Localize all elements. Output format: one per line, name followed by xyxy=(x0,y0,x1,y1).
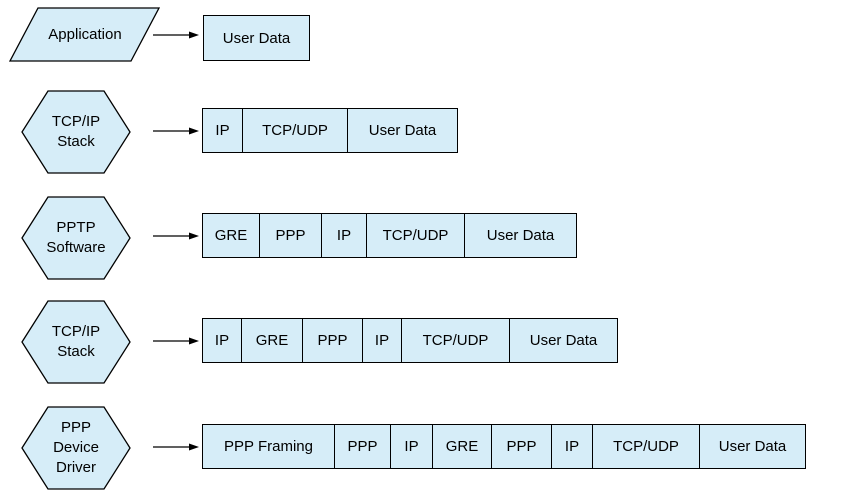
tcpip-stack-hexagon-lower xyxy=(21,300,131,384)
packet-bar-tcpip-upper: IP TCP/UDP User Data xyxy=(202,108,458,153)
hexagon-shape xyxy=(21,90,131,174)
packet-cell: User Data xyxy=(203,15,310,61)
packet-cell: IP xyxy=(552,424,593,469)
packet-cell: TCP/UDP xyxy=(367,213,465,258)
arrow-head xyxy=(189,31,199,39)
packet-cell: IP xyxy=(202,108,243,153)
application-parallelogram xyxy=(8,7,161,62)
tcpip-stack-hexagon-upper xyxy=(21,90,131,174)
packet-cell: TCP/UDP xyxy=(243,108,348,153)
packet-cell: IP xyxy=(391,424,433,469)
arrow-head xyxy=(189,232,199,240)
packet-cell: IP xyxy=(363,318,402,363)
packet-cell: GRE xyxy=(242,318,303,363)
packet-cell: GRE xyxy=(202,213,260,258)
packet-bar-pptp: GRE PPP IP TCP/UDP User Data xyxy=(202,213,577,258)
packet-cell: User Data xyxy=(510,318,618,363)
arrow-head xyxy=(189,443,199,451)
arrow-head xyxy=(189,337,199,345)
packet-cell: IP xyxy=(322,213,367,258)
packet-cell: GRE xyxy=(433,424,492,469)
parallelogram-shape xyxy=(8,7,161,62)
packet-cell: PPP xyxy=(303,318,363,363)
right-arrow-icon xyxy=(153,337,199,345)
packet-cell: PPP xyxy=(335,424,391,469)
arrow-head xyxy=(189,127,199,135)
packet-cell: TCP/UDP xyxy=(593,424,700,469)
packet-bar-application: User Data xyxy=(203,15,310,61)
packet-bar-tcpip-lower: IP GRE PPP IP TCP/UDP User Data xyxy=(202,318,618,363)
pptp-software-hexagon xyxy=(21,196,131,280)
right-arrow-icon xyxy=(153,232,199,240)
packet-cell: User Data xyxy=(348,108,458,153)
packet-cell: IP xyxy=(202,318,242,363)
right-arrow-icon xyxy=(153,127,199,135)
right-arrow-icon xyxy=(153,443,199,451)
packet-cell: User Data xyxy=(465,213,577,258)
right-arrow-icon xyxy=(153,31,199,39)
hexagon-shape xyxy=(21,196,131,280)
packet-cell: PPP xyxy=(260,213,322,258)
hexagon-shape xyxy=(21,300,131,384)
packet-cell: TCP/UDP xyxy=(402,318,510,363)
hexagon-shape xyxy=(21,406,131,490)
packet-cell: PPP Framing xyxy=(202,424,335,469)
ppp-device-driver-hexagon xyxy=(21,406,131,490)
packet-cell: User Data xyxy=(700,424,806,469)
packet-bar-ppp-device: PPP Framing PPP IP GRE PPP IP TCP/UDP Us… xyxy=(202,424,806,469)
packet-cell: PPP xyxy=(492,424,552,469)
